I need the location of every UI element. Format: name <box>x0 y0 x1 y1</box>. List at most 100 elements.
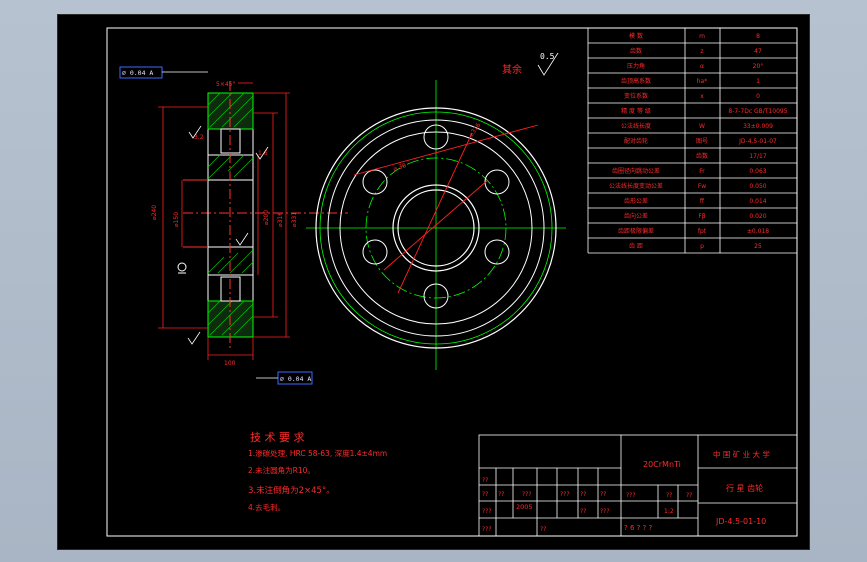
svg-text:???: ??? <box>482 508 492 515</box>
dim-d2: ⌀150 <box>173 212 180 227</box>
param-value: 20° <box>753 63 764 70</box>
svg-text:??: ?? <box>580 491 586 498</box>
svg-text:???: ??? <box>626 492 636 499</box>
tech-item-3: 3.未注倒角为2×45°。 <box>248 485 335 496</box>
datum-a-symbol <box>177 262 187 274</box>
dim-d5: ⌀331 <box>291 212 298 227</box>
param-symbol: 图号 <box>696 138 708 145</box>
param-value: 0.063 <box>749 168 766 175</box>
material: 20CrMnTi <box>643 460 681 469</box>
param-value: ±0.018 <box>747 228 769 235</box>
param-label: 公法线长度 <box>621 122 651 130</box>
param-value: 0.050 <box>749 183 766 190</box>
datum-frame-bottom: ⌀ 0.04 A <box>256 371 313 385</box>
param-label: 精 度 等 级 <box>621 107 651 115</box>
param-symbol: ff <box>700 198 705 205</box>
param-label: 压力角 <box>627 62 645 70</box>
svg-text:??: ?? <box>482 477 488 484</box>
param-value: 0 <box>756 93 760 100</box>
tech-item-1: 1.渗碳处理, HRC 58-63, 深度1.4±4mm <box>248 448 387 458</box>
param-value: 0.020 <box>749 213 766 220</box>
param-value: 1 <box>756 78 760 85</box>
date: 2005 <box>516 503 533 511</box>
param-symbol: m <box>699 33 705 40</box>
dim-pcd: ⌀ 30 <box>392 162 407 173</box>
param-label: 模 数 <box>629 32 643 40</box>
tech-title: 技 术 要 求 <box>250 431 305 444</box>
dimension-lines <box>158 82 290 360</box>
company: 中 国 矿 业 大 学 <box>713 449 770 459</box>
tech-item-2: 2.未注圆角为R10。 <box>248 465 315 475</box>
svg-text:??: ?? <box>686 492 692 499</box>
part-name: 行 星 齿轮 <box>726 483 763 493</box>
param-symbol: x <box>700 93 704 100</box>
svg-text:???: ??? <box>560 491 570 498</box>
dim-d3: ⌀200 <box>263 210 270 225</box>
param-label: 齿圈径向跳动公差 <box>612 167 660 175</box>
svg-text:??: ?? <box>498 491 504 498</box>
svg-text:⌀ 0.04 A: ⌀ 0.04 A <box>122 69 153 77</box>
param-value: 8-7-7Dc GB/T10095 <box>728 108 787 115</box>
tech-item-4: 4.去毛刺。 <box>248 502 285 512</box>
drawing-frame <box>106 27 798 537</box>
cad-viewport[interactable]: 5×45° ⌀240 ⌀150 ⌀200 ⌀316 ⌀331 100 3.2 1… <box>57 14 810 550</box>
svg-text:??: ?? <box>600 491 606 498</box>
param-symbol: p <box>700 243 704 250</box>
svg-text:??: ?? <box>540 526 546 533</box>
svg-text:??: ?? <box>666 492 672 499</box>
svg-text:???: ??? <box>600 508 610 515</box>
dim-width: 100 <box>224 360 236 367</box>
roughness-symbols <box>187 125 269 345</box>
param-label: 变位系数 <box>624 92 648 100</box>
svg-text:???: ??? <box>522 491 532 498</box>
param-value: JD-4.5-01-07 <box>738 138 777 145</box>
param-symbol: z <box>700 48 703 55</box>
param-symbol: W <box>699 123 705 130</box>
param-value: 0.014 <box>749 198 766 205</box>
param-symbol: Fβ <box>698 213 705 220</box>
param-label: 齿向公差 <box>624 212 648 220</box>
title-block-text: 20CrMnTi 中 国 矿 业 大 学 行 星 齿轮 JD-4.5-01-10… <box>482 449 770 533</box>
dim-d4: ⌀316 <box>277 212 284 227</box>
param-symbol: ha* <box>697 78 707 85</box>
param-label: 齿 距 <box>629 242 643 250</box>
dim-top-chamfer: 5×45° <box>216 81 235 88</box>
param-value: 33±0.009 <box>743 123 773 130</box>
param-symbol: Fw <box>698 183 706 190</box>
datum-frame-top: ⌀ 0.04 A <box>119 66 208 79</box>
dimension-texts: 5×45° ⌀240 ⌀150 ⌀200 ⌀316 ⌀331 100 3.2 1… <box>151 81 298 367</box>
param-value: 47 <box>754 48 762 55</box>
param-label: 齿顶高系数 <box>621 77 651 85</box>
param-label: 齿距极限偏差 <box>618 227 654 235</box>
dim-d1: ⌀240 <box>151 205 158 220</box>
roughness-a: 3.2 <box>194 134 204 141</box>
param-value: 8 <box>756 33 760 40</box>
section-view <box>183 81 348 349</box>
svg-text:???: ??? <box>482 526 492 533</box>
roughness-value: 0.5 <box>540 52 555 61</box>
drawing-number: JD-4.5-01-10 <box>715 517 766 526</box>
front-view <box>306 80 566 370</box>
param-symbol: Fr <box>699 168 705 175</box>
svg-text:⌀ 0.04 A: ⌀ 0.04 A <box>280 375 311 383</box>
surface-note: 其余 <box>502 63 522 76</box>
roughness-symbol <box>537 52 559 76</box>
gear-parameter-table: 模 数 m 8 齿数 z 47 压力角 α 20° 齿顶高系数 ha* 1 变位系数 x 0 精 度 等 级 8… <box>587 27 798 254</box>
param-symbol: fpt <box>698 228 707 235</box>
drawing-sheet: 5×45° ⌀240 ⌀150 ⌀200 ⌀316 ⌀331 100 3.2 1… <box>106 27 798 537</box>
svg-text:??: ?? <box>580 508 586 515</box>
svg-text:??: ?? <box>482 491 488 498</box>
roughness-b: 1.6 <box>258 150 268 157</box>
param-value: 25 <box>754 243 762 250</box>
param-symbol: α <box>700 63 704 70</box>
scale: 1:2 <box>664 508 674 515</box>
param-label: 公法线长度变动公差 <box>609 182 663 190</box>
title-block <box>478 434 798 537</box>
param-label: 齿形公差 <box>624 197 648 205</box>
tech-requirements: 技 术 要 求 1.渗碳处理, HRC 58-63, 深度1.4±4mm 2.未… <box>248 431 387 512</box>
param-symbol: 齿数 <box>696 152 708 160</box>
param-label: 配对齿轮 <box>624 137 648 145</box>
sheet: ? 6 ? ? ? <box>624 524 653 532</box>
param-value: 17/17 <box>749 153 766 160</box>
param-label: 齿数 <box>630 47 642 55</box>
